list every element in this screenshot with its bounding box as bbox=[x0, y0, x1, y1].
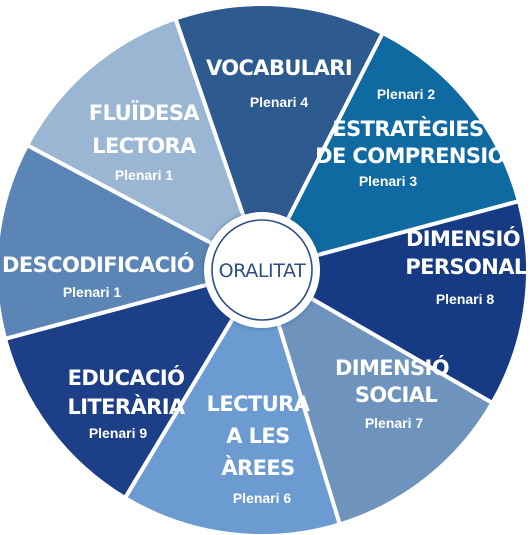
segment-lectura-arees bbox=[123, 268, 342, 535]
segment-title-educacio-literaria: EDUCACIÓ bbox=[68, 365, 185, 390]
segment-title-vocabulari: VOCABULARI bbox=[206, 56, 352, 80]
center-hub: ORALITAT bbox=[204, 212, 320, 328]
segment-estrategies bbox=[260, 30, 521, 272]
segment-subtitle-top-estrategies: Plenari 2 bbox=[377, 86, 436, 102]
segment-title-lectura-arees: ÀREES bbox=[221, 455, 294, 480]
segment-title-dimensio-social: DIMENSIÓ bbox=[335, 355, 449, 380]
segment-subtitle-dimensio-social: Plenari 7 bbox=[365, 415, 424, 431]
center-label: ORALITAT bbox=[219, 260, 306, 282]
segment-subtitle-fluidesa: Plenari 1 bbox=[115, 167, 174, 183]
segment-vocabulari bbox=[173, 2, 385, 272]
segment-subtitle-dimensio-personal: Plenari 8 bbox=[436, 291, 495, 307]
segment-title-estrategies: ESTRATÈGIES bbox=[332, 116, 483, 141]
segment-dimensio-social bbox=[260, 268, 495, 527]
segment-title-fluidesa: FLUÏDESA bbox=[89, 100, 201, 125]
segment-dimensio-personal bbox=[260, 199, 530, 405]
segment-subtitle-descodificacio: Plenari 1 bbox=[63, 284, 122, 300]
segment-subtitle-estrategies: Plenari 3 bbox=[359, 173, 418, 189]
segment-descodificacio bbox=[0, 143, 264, 341]
segment-subtitle-educacio-literaria: Plenari 9 bbox=[89, 425, 148, 441]
segment-title-lectura-arees: LECTURA bbox=[207, 392, 311, 416]
segment-title-dimensio-personal: PERSONAL bbox=[405, 255, 527, 279]
segment-fluidesa bbox=[25, 16, 264, 272]
segment-title-dimensio-personal: DIMENSIÓ bbox=[406, 226, 520, 251]
segment-title-educacio-literaria: LITERÀRIA bbox=[67, 394, 185, 419]
segment-subtitle-lectura-arees: Plenari 6 bbox=[233, 490, 292, 506]
center-hub-circle bbox=[204, 212, 320, 328]
segment-title-dimensio-social: SOCIAL bbox=[355, 383, 437, 407]
center-hub-ring bbox=[211, 219, 313, 321]
segment-title-estrategies: DE COMPRENSIÓ bbox=[315, 143, 505, 168]
segment-subtitle-vocabulari: Plenari 4 bbox=[250, 94, 309, 110]
segment-educacio-literaria bbox=[3, 268, 264, 501]
segment-title-lectura-arees: A LES bbox=[226, 424, 289, 448]
segment-title-descodificacio: DESCODIFICACIÓ bbox=[2, 252, 194, 277]
segment-title-fluidesa: LECTORA bbox=[92, 134, 197, 158]
